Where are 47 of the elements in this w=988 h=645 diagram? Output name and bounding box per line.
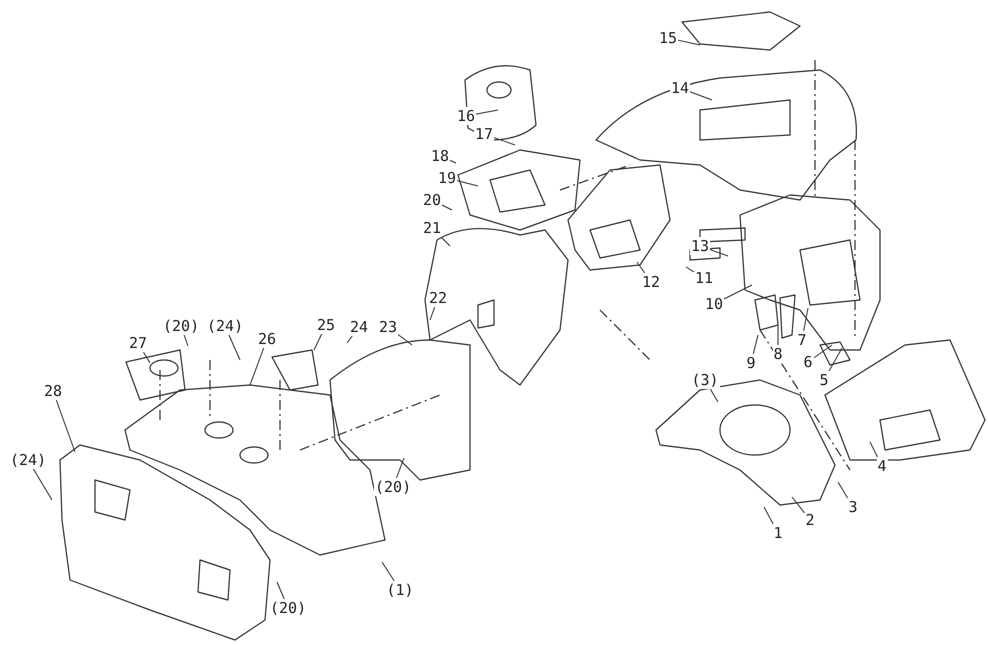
- leader-line: [440, 236, 450, 246]
- leader-line: [710, 249, 728, 256]
- leader-line: [456, 180, 478, 186]
- leader-line: [184, 334, 188, 346]
- leader-line: [346, 336, 353, 344]
- callout-number: 13: [690, 237, 710, 255]
- callout-number: 26: [257, 330, 278, 348]
- leader-line: [724, 284, 752, 300]
- leader-line: [32, 468, 52, 500]
- leader-line: [752, 334, 758, 354]
- leader-line: [792, 496, 805, 514]
- callout-number: 21: [422, 219, 442, 237]
- leader-line: [396, 458, 404, 478]
- leader-line: [686, 266, 694, 272]
- callout-number: 28: [43, 382, 64, 400]
- leader-line: [450, 160, 456, 164]
- leader-line: [838, 482, 848, 498]
- callout-number: 22: [428, 289, 448, 307]
- leader-line: [56, 400, 76, 452]
- leader-line: [813, 344, 832, 359]
- leader-line: [494, 137, 516, 146]
- leader-line: [250, 348, 264, 386]
- leader-line: [314, 334, 322, 350]
- leader-line: [476, 110, 498, 115]
- callout-number: 20: [422, 191, 442, 209]
- leader-line: [828, 348, 842, 372]
- leader-line: [870, 442, 878, 458]
- leader-line: [636, 262, 646, 274]
- leader-line: [142, 352, 150, 364]
- callout-number: 8: [772, 345, 784, 363]
- leader-line: [442, 204, 452, 210]
- leader-line: [764, 506, 774, 524]
- leader-line: [398, 334, 412, 346]
- leader-line: [710, 388, 718, 402]
- leader-line: [678, 40, 700, 46]
- callout-number: 23: [378, 318, 398, 336]
- callout-number: 24: [349, 318, 370, 336]
- callout-number: 16: [456, 107, 476, 125]
- leader-line: [382, 562, 395, 582]
- callout-number: 17: [474, 125, 494, 143]
- leader-line: [690, 91, 712, 100]
- leader-line: [430, 306, 436, 320]
- leader-line: [228, 334, 240, 360]
- callout-number: 27: [128, 334, 148, 352]
- leader-line: [276, 582, 285, 600]
- leader-line: [803, 308, 808, 332]
- callout-number: 25: [316, 316, 336, 334]
